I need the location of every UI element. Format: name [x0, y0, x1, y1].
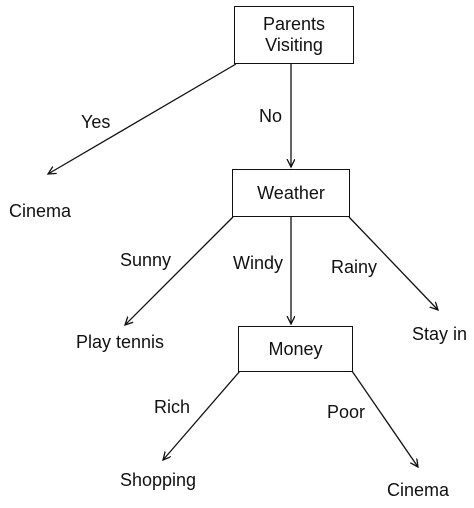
edge-label-yes: Yes [81, 112, 111, 132]
edge-label-poor: Poor [327, 402, 366, 422]
edge-weather-to-play-tennis [125, 216, 234, 325]
leaf-cinema-right: Cinema [387, 480, 450, 500]
leaf-shopping: Shopping [120, 470, 197, 490]
edge-weather-to-stay-in [348, 216, 438, 310]
leaf-stay-in: Stay in [412, 324, 468, 344]
edge-label-sunny: Sunny [120, 250, 172, 270]
edge-money-to-shopping [163, 370, 241, 460]
edge-label-rich: Rich [154, 397, 191, 417]
leaf-play-tennis: Play tennis [76, 332, 165, 352]
node-parents-visiting-line2: Visiting [265, 35, 323, 55]
node-money: Money [238, 326, 353, 372]
node-weather: Weather [232, 169, 350, 217]
edge-label-no: No [259, 106, 283, 126]
edge-label-rainy: Rainy [331, 257, 378, 277]
node-money-label: Money [268, 338, 323, 359]
edge-money-to-cinema [351, 370, 418, 467]
edge-label-windy: Windy [233, 253, 284, 273]
node-parents-visiting: Parents Visiting [234, 6, 354, 64]
node-parents-visiting-line1: Parents [262, 14, 326, 34]
leaf-cinema-left: Cinema [9, 201, 72, 221]
node-weather-label: Weather [257, 182, 325, 203]
edge-root-to-cinema [48, 63, 237, 174]
